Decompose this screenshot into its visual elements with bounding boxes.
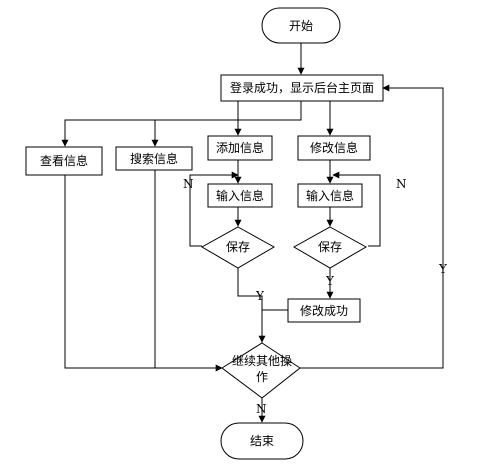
node-search: 搜索信息 (115, 146, 193, 171)
edge-continue-yes (300, 84, 444, 369)
node-add-label: 添加信息 (216, 140, 264, 155)
edge-save-add-no (189, 171, 239, 247)
node-login: 登录成功，显示后台主页面 (220, 74, 384, 102)
node-edit-success: 修改成功 (287, 298, 361, 323)
node-save-edit: 保存 (292, 226, 368, 269)
edge-label-save-add-yes: Y (255, 289, 265, 303)
node-input-edit: 输入信息 (297, 183, 363, 208)
node-edit-success-label: 修改成功 (300, 303, 348, 318)
edge-label-save-edit-no: N (396, 177, 407, 191)
node-view-label: 查看信息 (40, 153, 88, 168)
node-save-add-label: 保存 (226, 240, 250, 254)
edge-view-continue (64, 175, 223, 372)
node-login-label: 登录成功，显示后台主页面 (230, 80, 374, 95)
node-input-edit-label: 输入信息 (306, 188, 354, 203)
node-start: 开始 (261, 7, 341, 44)
edge-save-edit-no (332, 171, 381, 247)
node-continue: 继续其他操 作 (221, 342, 301, 399)
edge-label-continue-no: N (256, 402, 267, 416)
node-save-add: 保存 (200, 226, 276, 269)
node-continue-label-2: 作 (256, 370, 268, 384)
node-save-edit-label: 保存 (318, 240, 342, 254)
edge-label-save-edit-yes: Y (325, 274, 335, 288)
edge-login-branch-bus (61, 101, 302, 147)
edge-label-continue-yes: Y (438, 262, 448, 276)
connectors (61, 43, 444, 423)
node-input-add-label: 输入信息 (216, 188, 264, 203)
node-edit: 修改信息 (297, 135, 371, 161)
node-view: 查看信息 (25, 146, 103, 176)
node-search-label: 搜索信息 (130, 151, 178, 166)
node-input-add: 输入信息 (207, 183, 273, 208)
node-end-label: 结束 (250, 434, 274, 448)
node-end: 结束 (220, 422, 304, 460)
node-start-label: 开始 (289, 19, 313, 33)
node-edit-label: 修改信息 (310, 140, 358, 155)
node-add: 添加信息 (207, 135, 273, 161)
edge-label-save-add-no: N (183, 177, 194, 191)
node-continue-label-1: 继续其他操 (232, 353, 292, 368)
edge-success-continue (258, 309, 288, 343)
